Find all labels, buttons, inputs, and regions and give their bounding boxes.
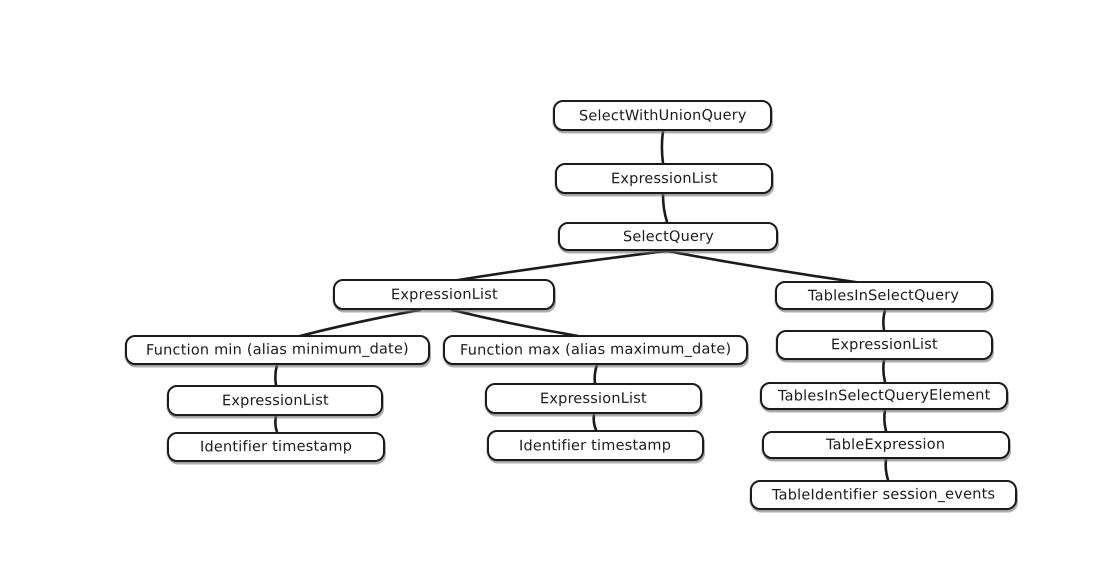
node-expression-list-under-max: ExpressionList [485,383,702,414]
tree-edge [882,358,887,384]
node-label: Function min (alias minimum_date) [146,341,409,359]
node-label: ExpressionList [831,336,938,354]
tree-edge [593,363,599,385]
tree-edge [592,412,598,432]
node-label: Identifier timestamp [519,437,672,454]
node-label: ExpressionList [610,170,718,187]
node-label: SelectQuery [622,228,714,245]
tree-edge [661,192,669,224]
node-table-expression: TableExpression [762,431,1010,459]
node-function-max: Function max (alias maximum_date) [443,335,748,365]
node-label: TableExpression [826,436,946,454]
tree-edge [660,129,665,165]
node-identifier-timestamp-right: Identifier timestamp [487,430,704,461]
node-label: TablesInSelectQueryElement [777,387,991,405]
node-function-min: Function min (alias minimum_date) [125,335,430,365]
node-label: ExpressionList [221,392,329,409]
node-expression-list-under-min: ExpressionList [167,385,383,416]
node-label: TablesInSelectQuery [808,287,960,304]
node-label: Identifier timestamp [199,438,353,456]
tree-edge [665,249,864,285]
node-label: Function max (alias maximum_date) [459,341,732,359]
node-table-identifier: TableIdentifier session_events [750,480,1017,510]
node-select-with-union-query: SelectWithUnionQuery [553,100,772,131]
tree-edge [274,414,279,434]
node-label: SelectWithUnionQuery [578,107,747,124]
node-expression-list-right: ExpressionList [776,330,993,360]
node-expression-list-top: ExpressionList [555,163,773,194]
tree-edge [882,308,887,332]
node-identifier-timestamp-left: Identifier timestamp [167,432,385,462]
tree-edge [883,408,888,433]
tree-edge [298,308,422,338]
node-select-query: SelectQuery [558,222,778,251]
tree-edge [450,249,669,283]
tree-edge [884,457,890,482]
node-label: TableIdentifier session_events [771,486,996,504]
tree-edge [274,363,279,387]
node-label: ExpressionList [390,286,498,303]
node-expression-list-left: ExpressionList [333,279,555,310]
node-label: ExpressionList [540,390,647,407]
tree-edge [450,308,580,338]
node-tables-in-select-query-element: TablesInSelectQueryElement [760,382,1008,410]
node-tables-in-select-query: TablesInSelectQuery [775,281,993,310]
